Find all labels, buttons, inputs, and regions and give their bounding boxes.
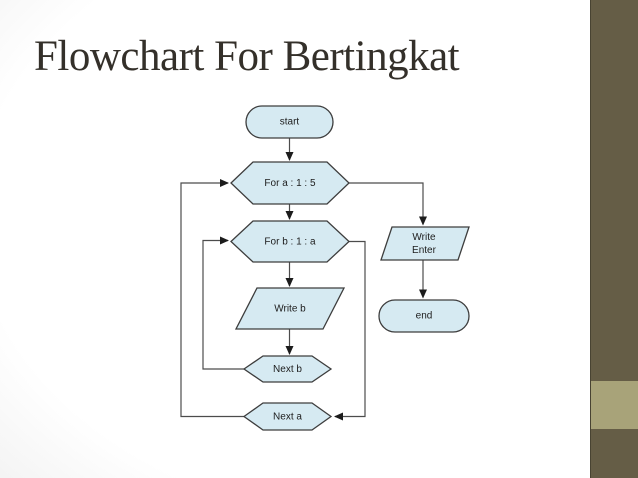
connector-forb-exit-to-nexta	[334, 240, 366, 421]
parallelogram-shape	[234, 287, 346, 330]
node-for-b: For b : 1 : a	[230, 220, 350, 263]
node-label: For b : 1 : a	[264, 237, 316, 248]
terminator-shape	[378, 299, 470, 333]
sidebar-accent-block	[591, 381, 638, 429]
loop-hexagon-shape	[230, 220, 350, 263]
node-label: For a : 1 : 5	[264, 178, 316, 189]
node-end: end	[378, 299, 470, 333]
node-label: Next a	[273, 412, 302, 423]
node-label: Next b	[273, 364, 302, 375]
connector-fora-exit-to-writeenter	[349, 182, 427, 226]
slide-title: Flowchart For Bertingkat	[34, 33, 460, 80]
loop-hexagon-shape	[242, 402, 333, 431]
loop-hexagon-shape	[242, 355, 333, 383]
slide-theme-sidebar	[590, 0, 638, 478]
node-write-b: Write b	[234, 287, 346, 330]
terminator-shape	[245, 105, 334, 139]
node-start: start	[245, 105, 334, 139]
node-label: end	[416, 311, 433, 322]
node-label: Write b	[274, 304, 306, 315]
node-label: start	[280, 117, 300, 128]
node-next-b: Next b	[242, 355, 333, 383]
connector-nexta-loopback-to-fora	[180, 179, 244, 418]
connector-nextb-loopback-to-forb	[202, 236, 244, 370]
node-next-a: Next a	[242, 402, 333, 431]
loop-hexagon-shape	[230, 161, 350, 205]
node-for-a: For a : 1 : 5	[230, 161, 350, 205]
parallelogram-shape	[380, 226, 470, 261]
